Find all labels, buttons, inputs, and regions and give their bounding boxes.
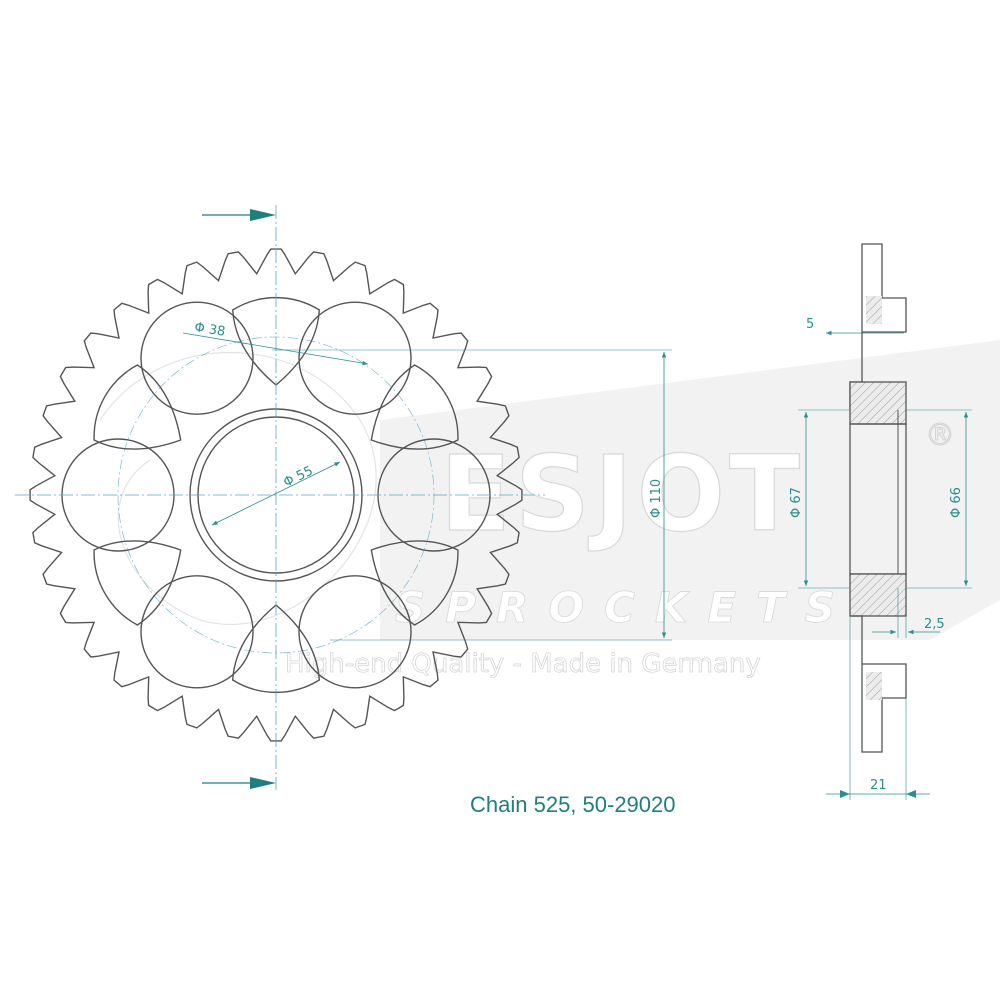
- watermark-sub: SPROCKETS: [395, 583, 855, 632]
- sprocket-front-view: Φ 38 Φ 55 Φ 110: [15, 205, 672, 790]
- part-caption: Chain 525, 50-29020: [470, 792, 676, 817]
- side-top-hatch: [866, 296, 882, 324]
- dim-hole-dia: Φ 38: [193, 320, 226, 340]
- side-lower-web: [850, 615, 863, 664]
- lightening-hole: [140, 575, 254, 689]
- side-bottom-hatch: [866, 672, 882, 700]
- watermark-tagline: High-end Quality - Made in Germany: [285, 649, 761, 679]
- dim-line-hole: [182, 332, 369, 366]
- side-hub-top-section: [849, 381, 907, 425]
- section-arrow-bottom-head: [250, 777, 276, 789]
- dim-21-arrow-left: [840, 790, 850, 798]
- lightening-pocket: [370, 364, 459, 450]
- lightening-pocket: [93, 540, 182, 626]
- lightening-pocket: [93, 364, 182, 450]
- dim-hub-inner: Φ 67: [789, 487, 804, 518]
- lightening-hole: [298, 575, 412, 689]
- watermark-swirl: [99, 352, 377, 625]
- section-arrow-top-head: [250, 209, 276, 221]
- dim-line-bore: [211, 461, 341, 526]
- watermark-brand: ESJOT: [440, 433, 804, 555]
- dim-21-arrow-right: [906, 790, 916, 798]
- watermark-band: [380, 340, 1000, 640]
- lightening-hole: [298, 301, 412, 415]
- dim-hub-outer: Φ 66: [949, 487, 964, 518]
- dim-bolt-circle: Φ 110: [649, 479, 664, 518]
- sprocket-teeth-outline: [29, 248, 523, 742]
- watermark: ESJOT ® SPROCKETS High-end Quality - Mad…: [99, 340, 1000, 679]
- watermark-registered: ®: [925, 418, 955, 453]
- lightening-pocket: [370, 540, 459, 626]
- lightening-hole: [140, 301, 254, 415]
- dim-offset: 2,5: [924, 617, 945, 632]
- dim-hub-width: 21: [870, 778, 887, 793]
- sprocket-side-view: 5 Φ 67 Φ 66 2,5 21: [789, 243, 972, 800]
- dim-thickness: 5: [806, 317, 814, 332]
- side-hub-bottom-section: [849, 573, 907, 617]
- dim-center-bore: Φ 55: [281, 464, 315, 491]
